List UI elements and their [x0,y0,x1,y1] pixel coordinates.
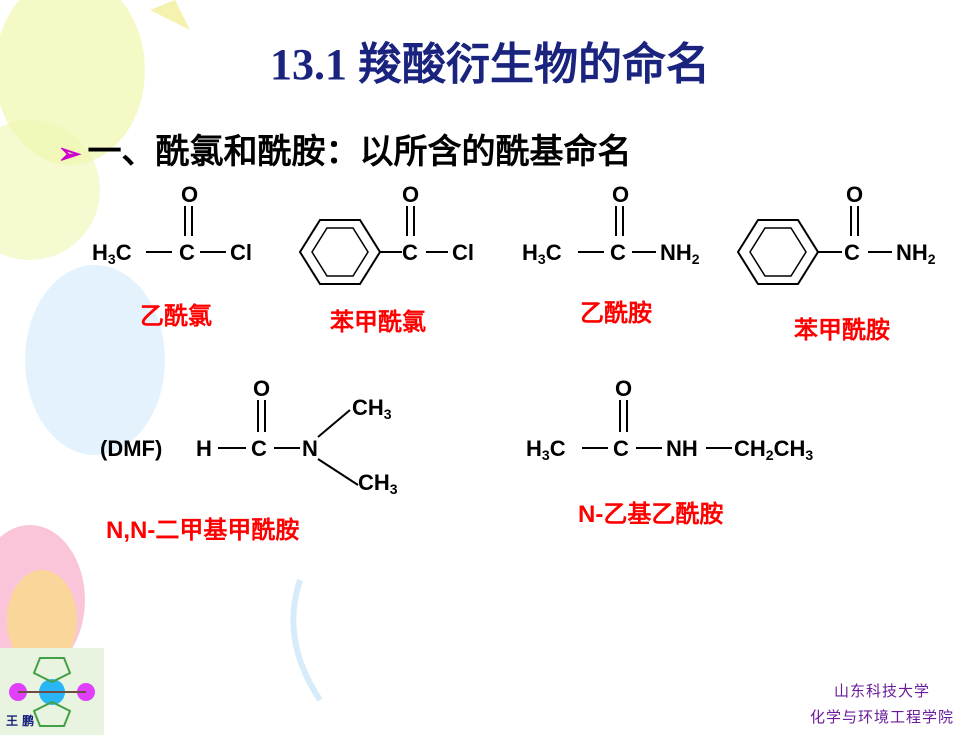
compound-name: N,N-二甲基甲酰胺 [106,517,300,544]
oxygen-atom: O [402,182,420,207]
slide-title: 13.1 羧酸衍生物的命名 [270,40,710,89]
chlorine-atom: Cl [452,240,474,265]
methyl-group: H3C [92,240,132,267]
molecule-icon [9,657,95,727]
carbonyl-carbon: C [251,436,267,461]
carbonyl-carbon: C [402,240,418,265]
compound-name: 苯甲酰氯 [330,309,426,336]
oxygen-atom: O [615,376,633,401]
college-name: 化学与环境工程学院 [809,708,954,726]
methyl-group-lower: CH3 [358,470,398,497]
hydrogen-atom: H [196,436,212,461]
dmf-label: (DMF) [100,436,163,461]
methyl-group: H3C [526,436,566,463]
oxygen-atom: O [181,182,199,207]
chlorine-atom: Cl [230,240,252,265]
author-name: 王 鹏 [6,714,35,728]
ethyl-group: CH2CH3 [734,436,814,463]
nitrogen-atom: N [302,436,318,461]
amine-group: NH2 [896,240,936,267]
oxygen-atom: O [253,376,271,401]
compound-name: N-乙基乙酰胺 [578,501,724,528]
compound-name: 乙酰胺 [580,300,652,327]
carbonyl-carbon: C [179,240,195,265]
methyl-group-upper: CH3 [352,395,392,422]
bullet-text: 一、酰氯和酰胺：以所含的酰基命名 [87,133,632,171]
arrow-bullet-icon: ➢ [58,138,82,169]
nh-group: NH [666,436,698,461]
oxygen-atom: O [612,182,630,207]
carbonyl-carbon: C [844,240,860,265]
carbonyl-carbon: C [613,436,629,461]
bullet-heading: ➢一、酰氯和酰胺：以所含的酰基命名 [58,124,631,173]
university-name: 山东科技大学 [833,682,930,700]
oxygen-atom: O [846,182,864,207]
carbonyl-carbon: C [610,240,626,265]
compound-name: 苯甲酰胺 [794,317,890,344]
compound-name: 乙酰氯 [140,303,212,330]
amine-group: NH2 [660,240,700,267]
author-badge: 王 鹏 [0,648,104,735]
methyl-group: H3C [522,240,562,267]
